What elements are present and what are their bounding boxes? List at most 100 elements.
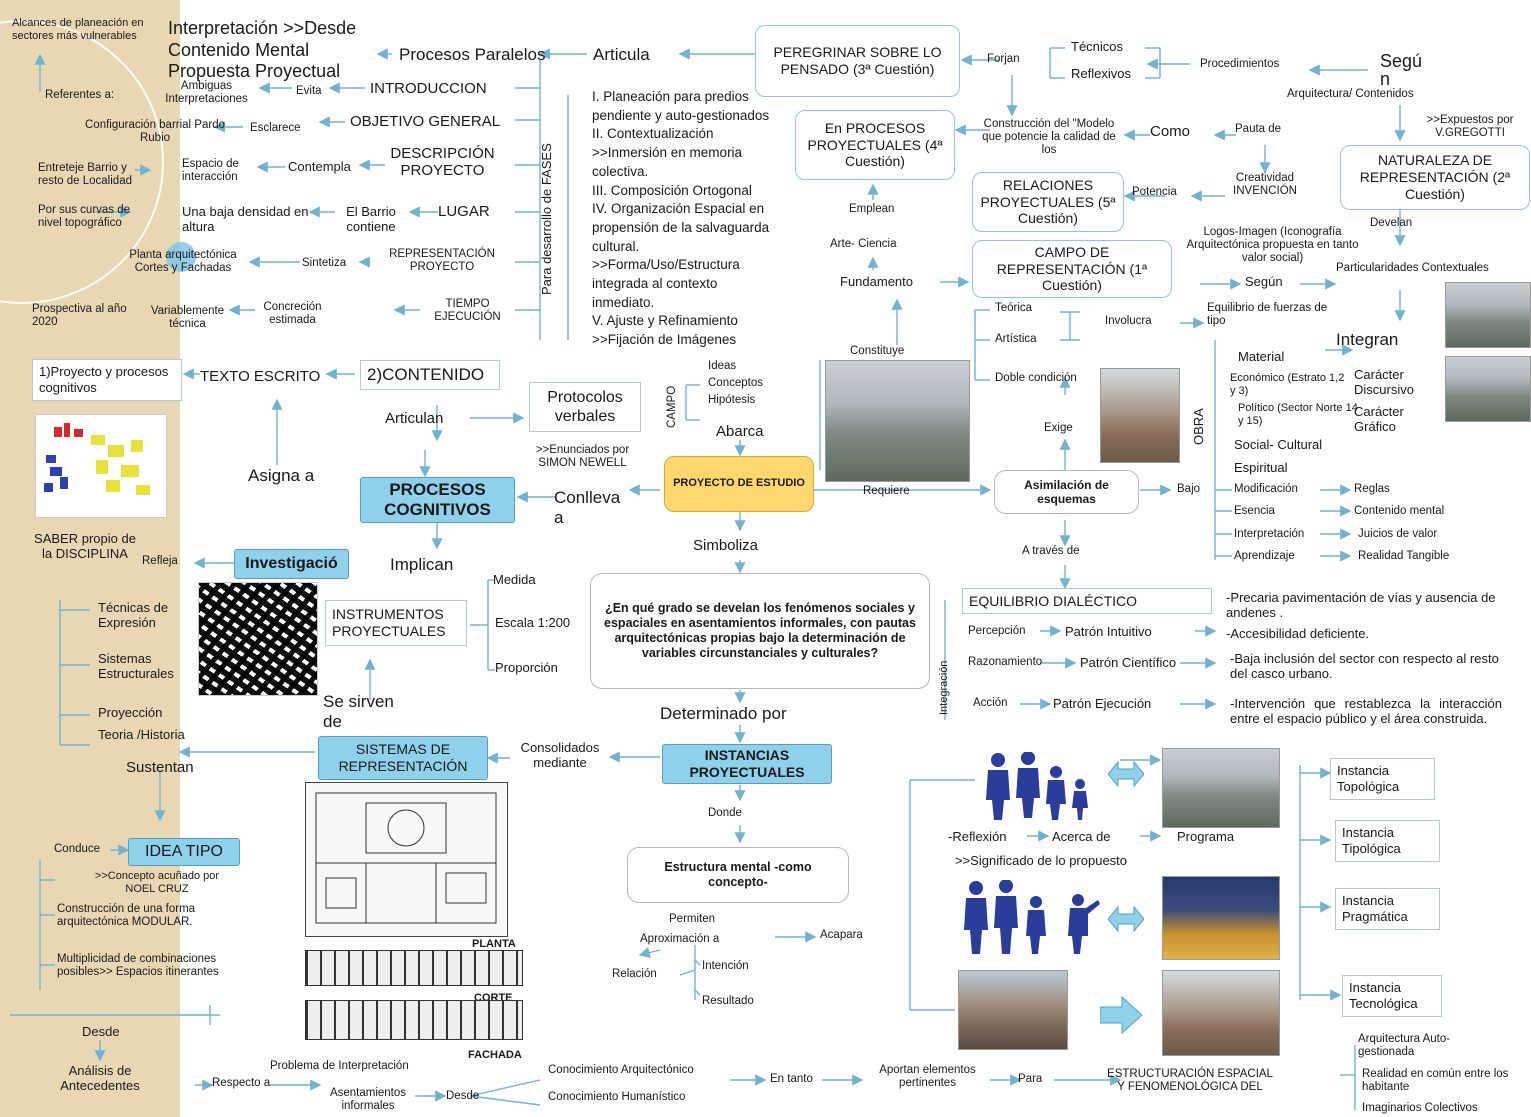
- equilibrio-dialectico-box: EQUILIBRIO DIALÉCTICO: [962, 588, 1212, 614]
- hipotesis-label: Hipótesis: [708, 394, 756, 406]
- equilibrio-dialectico-label: EQUILIBRIO DIALÉCTICO: [969, 592, 1138, 609]
- ambiguas-label: Ambiguas Interpretaciones: [165, 80, 248, 106]
- planta-strip: [305, 950, 523, 986]
- conoc-arq-label: Conocimiento Arquitectónico: [548, 1064, 694, 1076]
- brick-wall-photo: [1162, 970, 1280, 1056]
- resultado-label: Resultado: [702, 995, 754, 1007]
- estructura-mental-box: Estructura mental -como concepto-: [627, 847, 849, 903]
- equilibrio-fuerzas-label: Equilibrio de fuerzas de tipo: [1207, 302, 1328, 328]
- obra-label: OBRA: [1191, 408, 1206, 445]
- fachada-drawing-label: FACHADA: [468, 1049, 522, 1061]
- instancias-box: INSTANCIAS PROYECTUALES: [662, 744, 832, 784]
- campo-rep-label: CAMPO DE REPRESENTACIÓN (1ª Cuestión): [996, 243, 1148, 294]
- texto-escrito-label: TEXTO ESCRITO: [200, 368, 321, 385]
- campo-rep-box: CAMPO DE REPRESENTACIÓN (1ª Cuestión): [972, 240, 1172, 298]
- develan-label: Develan: [1370, 217, 1413, 229]
- peregrinar-box: PEREGRINAR SOBRE LO PENSADO (3ª Cuestión…: [755, 25, 960, 97]
- emplean-label: Emplean: [849, 203, 895, 215]
- material-label: Material: [1238, 349, 1285, 364]
- patron-ejecucion-label: Patrón Ejecución: [1053, 696, 1152, 711]
- para-label: Para: [1018, 1073, 1043, 1085]
- sidebar-saber-text: SABER propio de la DISCIPLINA: [34, 531, 136, 561]
- sidebar-multiplicidad: Multiplicidad de combinaciones posibles>…: [57, 953, 219, 979]
- significado-label: >>Significado de lo propuesto: [955, 853, 1128, 868]
- instrumentos-label: INSTRUMENTOS PROYECTUALES: [332, 606, 446, 639]
- contempla-label: Contempla: [288, 159, 351, 174]
- sidebar-concepto: >>Concepto acuñado por NOEL CRUZ: [94, 870, 220, 895]
- fase-line: propensión de la salvaguarda: [592, 219, 770, 235]
- fase-line: I. Planeación para predios: [592, 89, 749, 104]
- expuestos-label: >>Expuestos por V.GREGOTTI: [1426, 114, 1514, 140]
- donde-label: Donde: [708, 807, 742, 819]
- fundamento-label: Fundamento: [840, 274, 913, 289]
- research-question-label: ¿En qué grado se develan los fenómenos s…: [604, 601, 916, 660]
- segun-top-label: Segú n: [1380, 51, 1423, 89]
- barrio-label: El Barrio contiene: [346, 204, 396, 234]
- conlleva-label: Conlleva a: [554, 488, 621, 527]
- contenido-box: 2)CONTENIDO: [360, 360, 500, 390]
- conoc-hum-label: Conocimiento Humanístico: [548, 1091, 686, 1103]
- bw-map-image: [198, 582, 318, 696]
- en-procesos-box: En PROCESOS PROYECTUALES (4ª Cuestión): [795, 110, 955, 180]
- conceptos-label: Conceptos: [708, 377, 763, 389]
- accion-label: Acción: [973, 697, 1008, 709]
- precaria-label: -Precaria pavimentación de vías y ausenc…: [1226, 590, 1496, 620]
- naturaleza-box: NATURALEZA DE REPRESENTACIÓN (2ª Cuestió…: [1340, 145, 1530, 210]
- fases-vertical-label: Para desarrollo de FASES: [539, 143, 554, 295]
- inst-tipologica-box: Instancia Tipológica: [1335, 820, 1440, 862]
- requiere-label: Requiere: [863, 485, 910, 497]
- integran-label: Integran: [1336, 330, 1399, 349]
- context-photo-2: [1445, 356, 1531, 422]
- color-map-image: [35, 414, 167, 518]
- abarca-label: Abarca: [716, 423, 764, 440]
- en-procesos-label: En PROCESOS PROYECTUALES (4ª Cuestión): [807, 119, 943, 170]
- fase-line: >>Inmersión en memoria: [592, 145, 743, 161]
- color-map-drawing: [44, 423, 150, 495]
- evita-label: Evita: [296, 85, 322, 97]
- doble-label: Doble condición: [995, 372, 1077, 384]
- arq-contenidos-label: Arquitectura/ Contenidos: [1287, 88, 1414, 100]
- asentamientos-label: Asentamientos informales: [329, 1087, 407, 1113]
- idea-tipo-box: IDEA TIPO: [128, 838, 240, 866]
- segun-label: Según: [1245, 274, 1283, 289]
- idea-tipo-label: IDEA TIPO: [145, 843, 223, 861]
- acerca-label: Acerca de: [1052, 829, 1111, 844]
- proyecto-estudio-box: PROYECTO DE ESTUDIO: [664, 456, 814, 512]
- procesos-cognitivos-box: PROCESOS COGNITIVOS: [360, 477, 515, 523]
- sidebar-proyeccion: Proyección: [98, 705, 163, 720]
- fase-line: integrada al contexto: [592, 276, 718, 292]
- corte-strip: [305, 1000, 523, 1040]
- arq-auto-label: Arquitectura Auto- gestionada: [1358, 1033, 1451, 1059]
- consolidados-label: Consolidados mediante: [520, 740, 600, 770]
- fase-line: >>Fijación de Imágenes: [592, 332, 737, 348]
- fase-line: III. Composición Ortogonal: [592, 182, 752, 198]
- reglas-label: Reglas: [1354, 483, 1390, 495]
- context-photo-1: [1445, 282, 1531, 348]
- fase-line: inmediato.: [592, 294, 655, 310]
- worker-photo: [1162, 876, 1280, 960]
- particularidades-label: Particularidades Contextuales: [1336, 262, 1489, 274]
- intencion-label: Intención: [702, 960, 749, 972]
- descripcion-label: DESCRIPCIÓN PROYECTO: [390, 145, 495, 180]
- economico-label: Económico (Estrato 1,2 y 3): [1230, 372, 1345, 397]
- double-arrow-icon: [1108, 905, 1144, 933]
- percepcion-label: Percepción: [968, 625, 1026, 637]
- aproximacion-label: Aproximación a: [640, 933, 720, 945]
- contenido-mental-label: Contenido mental: [1354, 505, 1445, 517]
- juicios-label: Juicios de valor: [1358, 528, 1438, 540]
- investigacion-box: Investigació: [234, 549, 349, 579]
- aportan-label: Aportan elementos pertinentes: [879, 1064, 976, 1090]
- inst-pragmatica-label: Instancia Pragmática: [1342, 893, 1408, 924]
- integracion-vertical-label: Integración: [938, 660, 950, 715]
- patron-cientifico-label: Patrón Científico: [1080, 655, 1177, 670]
- representacion-label: REPRESENTACIÓN PROYECTO: [389, 248, 495, 274]
- lugar-label: LUGAR: [438, 203, 490, 220]
- caracter2-label: Carácter Gráfico: [1354, 404, 1404, 434]
- enunciados-label: >>Enunciados por SIMON NEWELL: [535, 444, 630, 470]
- logos-label: Logos-Imagen (Iconografía Arquitectónica…: [1186, 226, 1359, 265]
- sintetiza-label: Sintetiza: [302, 257, 347, 269]
- research-question-box: ¿En qué grado se develan los fenómenos s…: [590, 573, 930, 689]
- fase-line: IV. Organización Espacial en: [592, 201, 765, 217]
- reflexion-label: -Reflexión: [948, 829, 1007, 844]
